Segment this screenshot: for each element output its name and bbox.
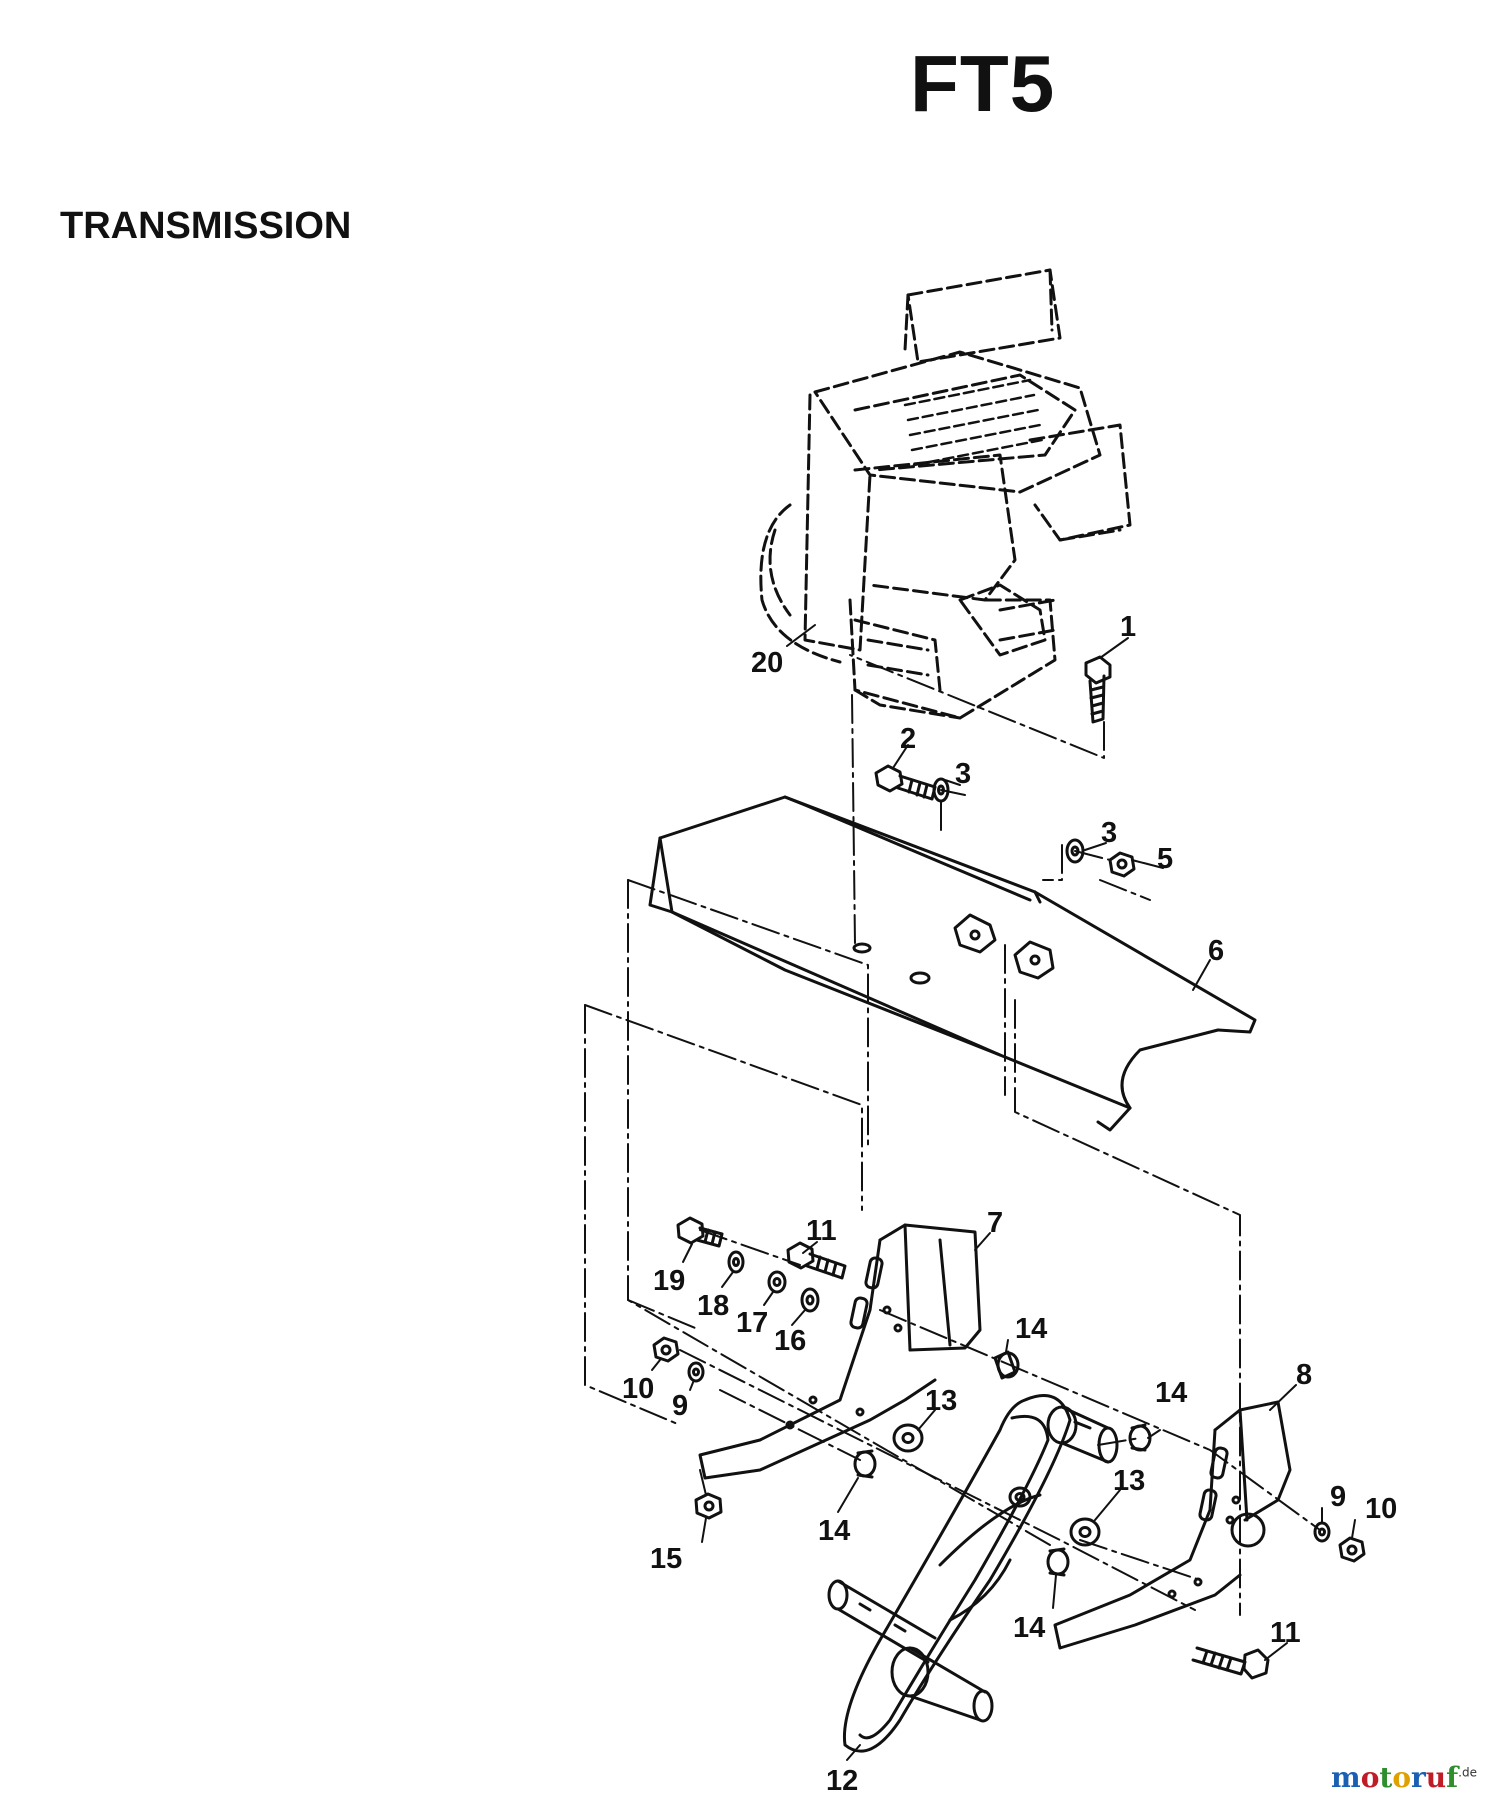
- part-9-washer: [687, 1361, 705, 1383]
- callout-14c: 14: [818, 1515, 850, 1547]
- callout-12: 12: [826, 1765, 858, 1797]
- part-1-bolt: [1084, 655, 1112, 724]
- part-10-nut-right: [1338, 1536, 1366, 1563]
- part-14-spacer: [1046, 1547, 1070, 1577]
- callout-10b: 10: [1365, 1493, 1397, 1525]
- callout-labels: 1 2 3 3 5 6 7 8 9 9 10 10 11 11 12 13 13…: [622, 611, 1397, 1797]
- callout-3: 3: [955, 758, 971, 790]
- watermark-suffix: .de: [1458, 1765, 1477, 1780]
- callout-13: 13: [925, 1385, 957, 1417]
- callout-6: 6: [1208, 935, 1224, 967]
- callout-9b: 9: [1330, 1481, 1346, 1513]
- watermark-logo: motoruf.de: [1331, 1761, 1477, 1794]
- part-12-lower-shaft: [827, 1579, 994, 1723]
- callout-2: 2: [900, 723, 916, 755]
- part-10-nut: [652, 1336, 680, 1363]
- callout-14: 14: [1015, 1313, 1047, 1345]
- part-11-bolt-lower: [1191, 1646, 1270, 1680]
- part-18-washer: [727, 1250, 745, 1274]
- callout-19: 19: [653, 1265, 685, 1297]
- section-title: TRANSMISSION: [60, 205, 352, 247]
- part-19-bolt: [676, 1216, 724, 1248]
- watermark-letter: o: [1392, 1761, 1411, 1794]
- callout-11: 11: [806, 1215, 837, 1247]
- part-14-spacer: [1128, 1423, 1152, 1452]
- part-7-left-bracket: [698, 1223, 982, 1480]
- callout-15: 15: [650, 1543, 682, 1575]
- watermark-letter: u: [1425, 1761, 1447, 1794]
- part-11-bolt: [786, 1241, 847, 1280]
- watermark-letter: f: [1446, 1761, 1459, 1794]
- model-title: FT5: [910, 39, 1056, 128]
- part-12-transmission-housing: [842, 1394, 1072, 1753]
- part-16-washer: [800, 1287, 820, 1313]
- callout-14b: 14: [1155, 1377, 1187, 1409]
- watermark-letter: m: [1331, 1761, 1361, 1794]
- part-14-spacer: [993, 1350, 1020, 1380]
- callout-13b: 13: [1113, 1465, 1145, 1497]
- part-5-nut: [1108, 851, 1136, 878]
- engine-phantom-outline: [759, 268, 1132, 720]
- callout-11b: 11: [1270, 1617, 1301, 1649]
- callout-20: 20: [751, 647, 783, 679]
- part-8-right-bracket: [1053, 1400, 1292, 1650]
- part-6-tine-shield: [648, 795, 1257, 1132]
- callout-14d: 14: [1013, 1612, 1045, 1644]
- callout-9: 9: [672, 1390, 688, 1422]
- part-13-washer: [892, 1423, 924, 1453]
- part-3-washer-right: [1065, 838, 1085, 864]
- part-14-spacer: [853, 1449, 877, 1479]
- callout-8: 8: [1296, 1359, 1312, 1391]
- callout-18: 18: [697, 1290, 729, 1322]
- callout-5: 5: [1157, 843, 1173, 875]
- callout-10: 10: [622, 1373, 654, 1405]
- part-9-washer-right: [1313, 1521, 1331, 1543]
- watermark-letter: r: [1411, 1761, 1426, 1794]
- callout-1: 1: [1120, 611, 1136, 643]
- callout-7: 7: [987, 1207, 1003, 1239]
- part-17-washer: [767, 1270, 787, 1294]
- callout-3b: 3: [1101, 817, 1117, 849]
- callout-16: 16: [774, 1325, 806, 1357]
- watermark-letter: o: [1360, 1761, 1380, 1794]
- part-15-nut: [694, 1492, 723, 1520]
- part-13-washer: [1069, 1517, 1101, 1547]
- watermark-letter: t: [1379, 1761, 1393, 1794]
- callout-17: 17: [736, 1307, 768, 1339]
- part-2-bolt: [874, 764, 937, 801]
